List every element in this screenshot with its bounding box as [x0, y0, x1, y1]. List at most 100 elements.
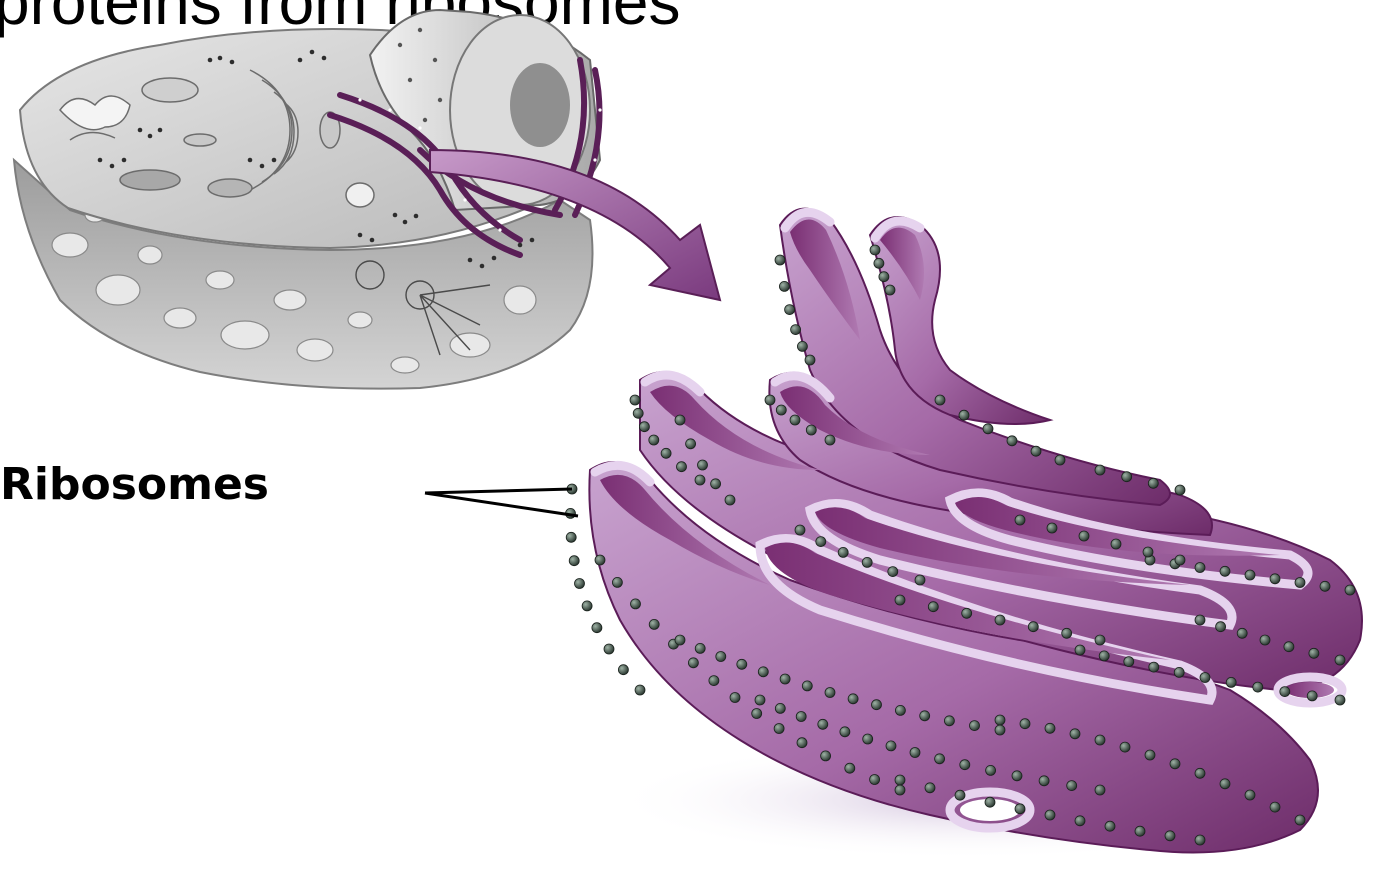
ribosome-dot [816, 537, 826, 547]
ribosome-dot [879, 272, 889, 282]
ribosome-dot [1195, 563, 1205, 573]
ribosome-dot [1307, 691, 1317, 701]
ribosome-dot [675, 635, 685, 645]
ribosome-dot [995, 715, 1005, 725]
ribosome-dot [1245, 570, 1255, 580]
ribosome-dot [1174, 667, 1184, 677]
ribosome-dot [688, 658, 698, 668]
ribosome-dot [698, 460, 708, 470]
ribosome-dot [840, 727, 850, 737]
ribosome-dot [886, 741, 896, 751]
ribosome-dot [695, 643, 705, 653]
ribosome-dot [825, 435, 835, 445]
ribosome-dot [604, 644, 614, 654]
ribosome-dot [633, 408, 643, 418]
ribosome-dot [780, 674, 790, 684]
ribosome-dot [797, 341, 807, 351]
ribosome-dot [1135, 826, 1145, 836]
ribosome-dot [575, 579, 585, 589]
ribosome-dot [1124, 657, 1134, 667]
ribosome-dot [1015, 804, 1025, 814]
ribosome-dot [1280, 687, 1290, 697]
ribosome-dot [1195, 768, 1205, 778]
ribosome-dot [725, 495, 735, 505]
ribosome-dot [737, 659, 747, 669]
ribosome-dot [986, 765, 996, 775]
ribosome-dot [1295, 815, 1305, 825]
ribosome-dot [1216, 622, 1226, 632]
ribosome-dot [1070, 729, 1080, 739]
cell-cutaway-illustration [14, 10, 602, 389]
ribosome-dot [631, 599, 641, 609]
ribosome-dot [1335, 695, 1345, 705]
ribosome-dot [1226, 677, 1236, 687]
ribosome-dot [863, 734, 873, 744]
ribosome-dot [962, 608, 972, 618]
ribosome-dot [790, 415, 800, 425]
ribosome-dot [639, 422, 649, 432]
ribosome-dot [1120, 742, 1130, 752]
ribosome-dot [944, 716, 954, 726]
ribosome-dot [595, 555, 605, 565]
ribosomes-leader-lines [425, 489, 578, 516]
ribosome-dot [862, 557, 872, 567]
ribosome-dot [825, 688, 835, 698]
ribosome-dot [935, 754, 945, 764]
ribosome-dot [805, 355, 815, 365]
ribosome-dot [661, 448, 671, 458]
ribosome-dot [1175, 485, 1185, 495]
ribosome-dot [1075, 645, 1085, 655]
ribosome-dot [1099, 651, 1109, 661]
ribosome-dot [895, 785, 905, 795]
ribosome-dot [1320, 581, 1330, 591]
ribosome-dot [1270, 802, 1280, 812]
ribosome-dot [796, 712, 806, 722]
ribosome-dot [649, 435, 659, 445]
ribosome-dot [1143, 547, 1153, 557]
ribosome-dot [1031, 446, 1041, 456]
ribosome-dot [1335, 655, 1345, 665]
ribosome-dot [874, 258, 884, 268]
ribosome-dot [995, 615, 1005, 625]
ribosome-dot [711, 479, 721, 489]
ribosome-dot [895, 595, 905, 605]
ribosome-dot [848, 694, 858, 704]
ribosome-dot [1055, 455, 1065, 465]
ribosome-dot [649, 619, 659, 629]
ribosome-dot [630, 395, 640, 405]
ribosome-dot [885, 285, 895, 295]
ribosome-dot [1260, 635, 1270, 645]
ribosome-dot [1111, 539, 1121, 549]
ribosome-dot [888, 567, 898, 577]
ribosome-dot [775, 703, 785, 713]
ribosome-dot [755, 695, 765, 705]
ribosome-dot [1062, 628, 1072, 638]
ribosome-dot [1345, 585, 1355, 595]
ribosome-dot [582, 601, 592, 611]
ribosome-dot [1012, 771, 1022, 781]
ribosome-dot [910, 748, 920, 758]
ribosome-dot [821, 751, 831, 761]
ribosome-dot [1075, 816, 1085, 826]
ribosome-dot [1105, 821, 1115, 831]
ribosome-dot [895, 705, 905, 715]
ribosome-dot [1170, 759, 1180, 769]
ribosome-dot [569, 556, 579, 566]
ribosome-dot [959, 410, 969, 420]
ribosome-dot [1028, 622, 1038, 632]
ribosome-dot [985, 797, 995, 807]
ribosome-dot [791, 325, 801, 335]
ribosome-dot [612, 577, 622, 587]
ribosome-dot [785, 305, 795, 315]
ribosome-dot [935, 395, 945, 405]
ribosome-dot [955, 790, 965, 800]
ribosome-dot [752, 709, 762, 719]
ribosome-dot [1284, 642, 1294, 652]
ribosome-dot [709, 676, 719, 686]
ribosome-dot [1253, 682, 1263, 692]
ribosome-dot [1245, 790, 1255, 800]
ribosome-dot [765, 395, 775, 405]
ribosome-dot [870, 245, 880, 255]
ribosome-dot [566, 532, 576, 542]
ribosome-dot [995, 725, 1005, 735]
